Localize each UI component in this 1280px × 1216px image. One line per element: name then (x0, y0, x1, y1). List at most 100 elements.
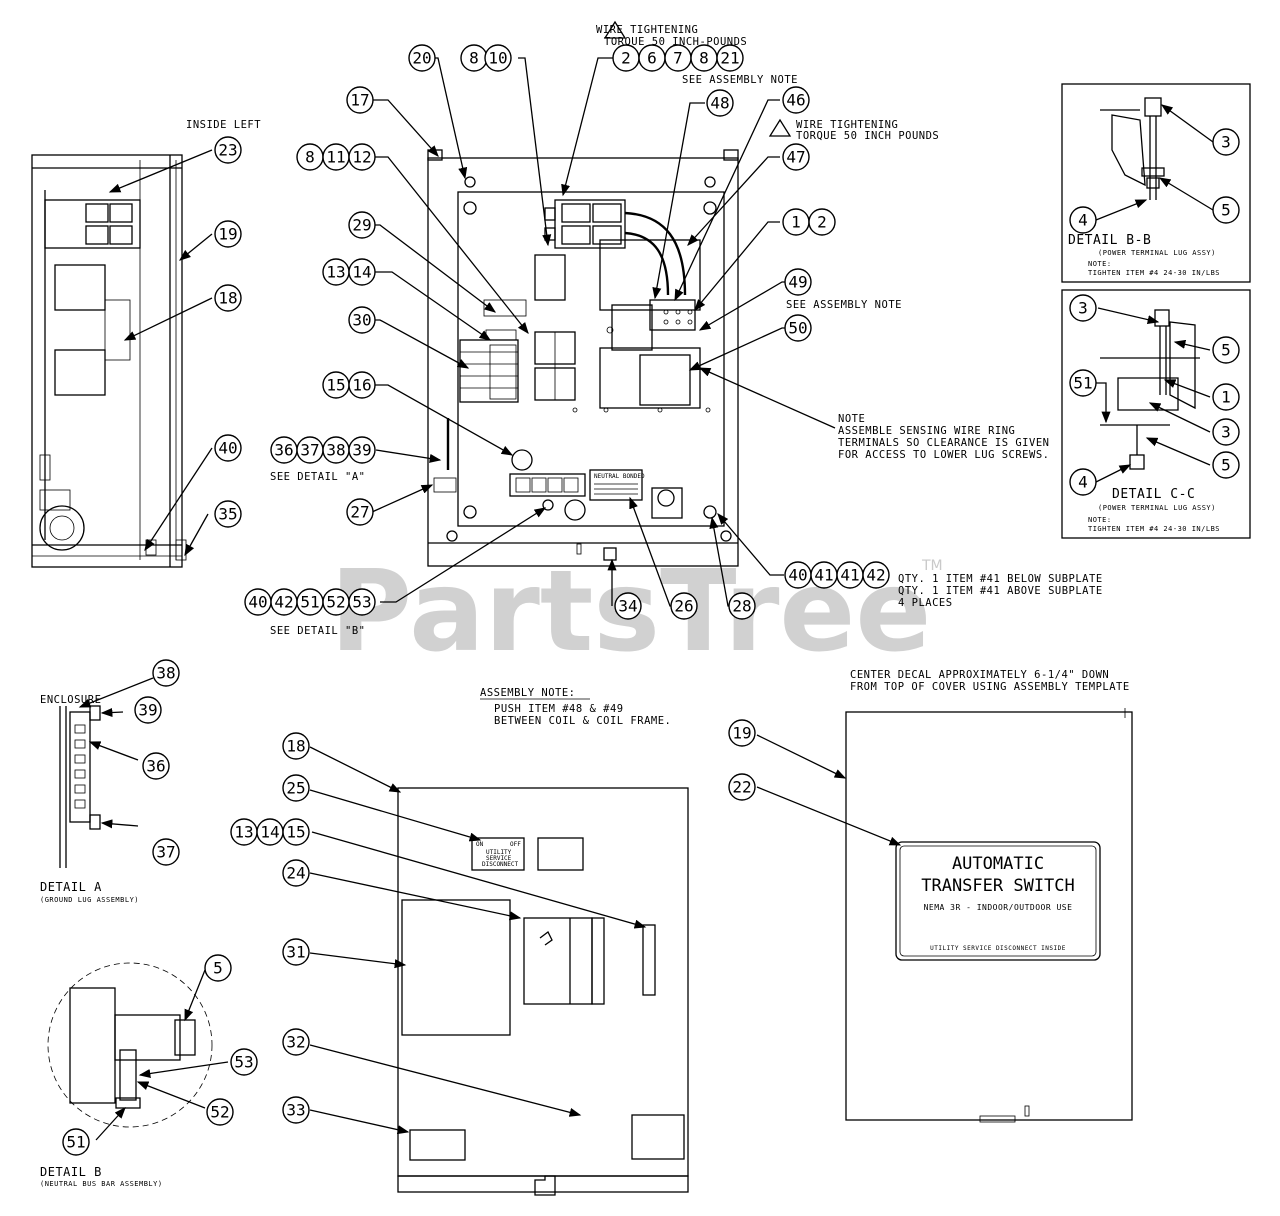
svg-text:3: 3 (1221, 423, 1231, 442)
callout-40[interactable]: 40 (244, 588, 272, 616)
callout-27[interactable]: 27 (346, 498, 374, 526)
sensing-note-3: TERMINALS SO CLEARANCE IS GIVEN (838, 437, 1049, 449)
callout-40[interactable]: 40 (214, 434, 242, 462)
callout-14[interactable]: 14 (348, 258, 376, 286)
callout-40[interactable]: 40 (784, 561, 812, 589)
callout-20[interactable]: 20 (408, 44, 436, 72)
callout-30[interactable]: 30 (348, 306, 376, 334)
callout-d-15[interactable]: 15 (282, 818, 310, 846)
callout-8[interactable]: 8 (296, 143, 324, 171)
callout-bb-5[interactable]: 5 (1212, 196, 1240, 224)
callout-d-25[interactable]: 25 (282, 774, 310, 802)
svg-text:3: 3 (1221, 133, 1231, 152)
callout-35[interactable]: 35 (214, 500, 242, 528)
svg-text:36: 36 (146, 757, 165, 776)
callout-16[interactable]: 16 (348, 371, 376, 399)
callout-d-24[interactable]: 24 (282, 859, 310, 887)
callout-b-53[interactable]: 53 (230, 1048, 258, 1076)
callout-cc-3[interactable]: 3 (1069, 294, 1097, 322)
callout-2[interactable]: 2 (612, 44, 640, 72)
callout-b-51[interactable]: 51 (62, 1128, 90, 1156)
callout-cc-5[interactable]: 5 (1212, 451, 1240, 479)
svg-text:4: 4 (1078, 473, 1088, 492)
watermark-tm: TM (921, 558, 943, 574)
callout-cc-3[interactable]: 3 (1212, 418, 1240, 446)
callout-8[interactable]: 8 (460, 44, 488, 72)
callout-d-13[interactable]: 13 (230, 818, 258, 846)
svg-text:13: 13 (326, 263, 345, 282)
callout-28[interactable]: 28 (728, 592, 756, 620)
sensing-note-2: ASSEMBLE SENSING WIRE RING (838, 425, 1015, 437)
svg-text:40: 40 (218, 439, 237, 458)
callout-38[interactable]: 38 (322, 436, 350, 464)
svg-text:18: 18 (218, 289, 237, 308)
callout-51[interactable]: 51 (296, 588, 324, 616)
svg-text:53: 53 (352, 593, 371, 612)
callout-17[interactable]: 17 (346, 86, 374, 114)
callout-36[interactable]: 36 (270, 436, 298, 464)
callout-49[interactable]: 49 (784, 268, 812, 296)
callout-d-14[interactable]: 14 (256, 818, 284, 846)
detail-bb-note: TIGHTEN ITEM #4 24-30 IN/LBS (1088, 269, 1220, 277)
callout-10[interactable]: 10 (484, 44, 512, 72)
callout-12[interactable]: 12 (348, 143, 376, 171)
callout-37[interactable]: 37 (296, 436, 324, 464)
callout-cc-1[interactable]: 1 (1212, 383, 1240, 411)
callout-50[interactable]: 50 (784, 314, 812, 342)
callout-11[interactable]: 11 (322, 143, 350, 171)
callout-19[interactable]: 19 (214, 220, 242, 248)
callout-18[interactable]: 18 (214, 284, 242, 312)
callout-47[interactable]: 47 (782, 143, 810, 171)
callout-b-5[interactable]: 5 (204, 954, 232, 982)
callout-d-31[interactable]: 31 (282, 938, 310, 966)
callout-53[interactable]: 53 (348, 588, 376, 616)
svg-text:42: 42 (274, 593, 293, 612)
callout-bb-3[interactable]: 3 (1212, 128, 1240, 156)
inner-door-view: ASSEMBLY NOTE: PUSH ITEM #48 & #49 BETWE… (309, 687, 689, 1196)
callout-42[interactable]: 42 (862, 561, 890, 589)
callout-group: 20 8 10 2 6 7 8 21 17 48 46 47 8 11 12 2… (62, 44, 1240, 1156)
callout-d-18[interactable]: 18 (282, 732, 310, 760)
callout-23[interactable]: 23 (214, 136, 242, 164)
callout-bb-4[interactable]: 4 (1069, 206, 1097, 234)
callout-a-37[interactable]: 37 (152, 838, 180, 866)
callout-cc-4[interactable]: 4 (1069, 468, 1097, 496)
callout-e-19[interactable]: 19 (728, 719, 756, 747)
svg-text:17: 17 (350, 91, 369, 110)
callout-42[interactable]: 42 (270, 588, 298, 616)
callout-a-39[interactable]: 39 (134, 696, 162, 724)
callout-b-52[interactable]: 52 (206, 1098, 234, 1126)
callout-34[interactable]: 34 (614, 592, 642, 620)
svg-text:42: 42 (866, 566, 885, 585)
callout-39[interactable]: 39 (348, 436, 376, 464)
callout-cc-5[interactable]: 5 (1212, 336, 1240, 364)
callout-2[interactable]: 2 (808, 208, 836, 236)
callout-13[interactable]: 13 (322, 258, 350, 286)
callout-48[interactable]: 48 (706, 89, 734, 117)
svg-text:31: 31 (286, 943, 305, 962)
callout-1[interactable]: 1 (782, 208, 810, 236)
callout-21[interactable]: 21 (716, 44, 744, 72)
callout-26[interactable]: 26 (670, 592, 698, 620)
callout-a-38[interactable]: 38 (152, 659, 180, 687)
decal-line-1: AUTOMATIC (952, 854, 1044, 874)
callout-8[interactable]: 8 (690, 44, 718, 72)
callout-15[interactable]: 15 (322, 371, 350, 399)
svg-text:3: 3 (1078, 299, 1088, 318)
svg-text:46: 46 (786, 91, 805, 110)
callout-52[interactable]: 52 (322, 588, 350, 616)
callout-cc-51[interactable]: 51 (1069, 369, 1097, 397)
callout-41[interactable]: 41 (810, 561, 838, 589)
callout-41[interactable]: 41 (836, 561, 864, 589)
callout-46[interactable]: 46 (782, 86, 810, 114)
callout-d-32[interactable]: 32 (282, 1028, 310, 1056)
callout-7[interactable]: 7 (664, 44, 692, 72)
svg-text:37: 37 (156, 843, 175, 862)
svg-text:19: 19 (218, 225, 237, 244)
callout-e-22[interactable]: 22 (728, 773, 756, 801)
callout-a-36[interactable]: 36 (142, 752, 170, 780)
callout-d-33[interactable]: 33 (282, 1096, 310, 1124)
callout-6[interactable]: 6 (638, 44, 666, 72)
callout-29[interactable]: 29 (348, 211, 376, 239)
svg-text:15: 15 (286, 823, 305, 842)
